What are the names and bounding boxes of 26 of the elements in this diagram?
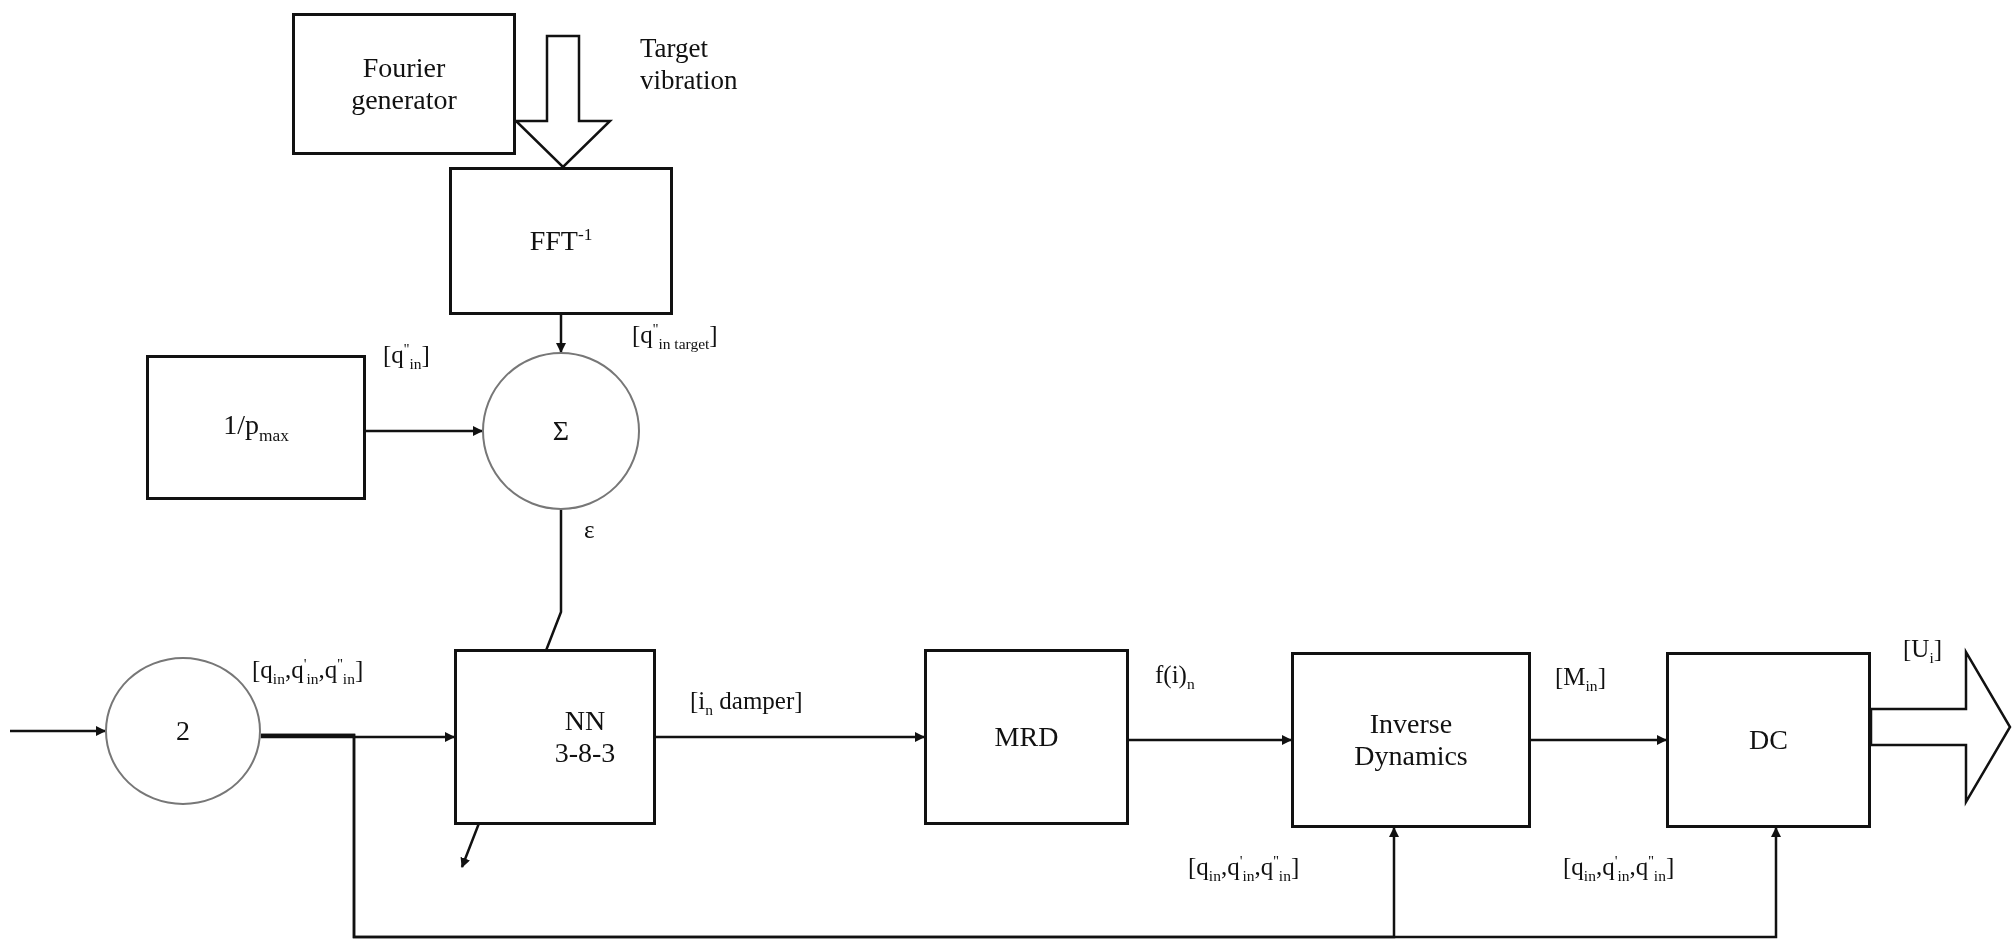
arrow [656,732,925,742]
process-box [449,167,673,315]
node-label: MRD [994,720,1059,754]
arrow [1129,735,1292,745]
node-label: FFT$^{-1}$ [529,224,593,258]
node-label: 2 [176,714,190,748]
node-label: DC [1749,723,1788,757]
node-label: 1/p$_{max}$ [223,409,289,446]
arrow [1531,735,1667,745]
process-box [292,13,516,155]
arrow [260,733,1781,939]
process-box [146,355,366,500]
process-box [454,649,656,825]
node-label: Inverse Dynamics [1353,707,1469,773]
arrow [260,732,455,742]
arrow [556,315,566,353]
arrow [366,426,483,436]
arrow [10,726,106,736]
process-box [1666,652,1871,828]
node-label: Fourier generator [350,51,458,117]
summing-circle [482,352,640,510]
process-box [924,649,1129,825]
block-arrow [1869,647,2012,807]
node-label: NN 3-8-3 [553,704,617,770]
process-box [1291,652,1531,828]
node-label: Σ [552,414,570,448]
